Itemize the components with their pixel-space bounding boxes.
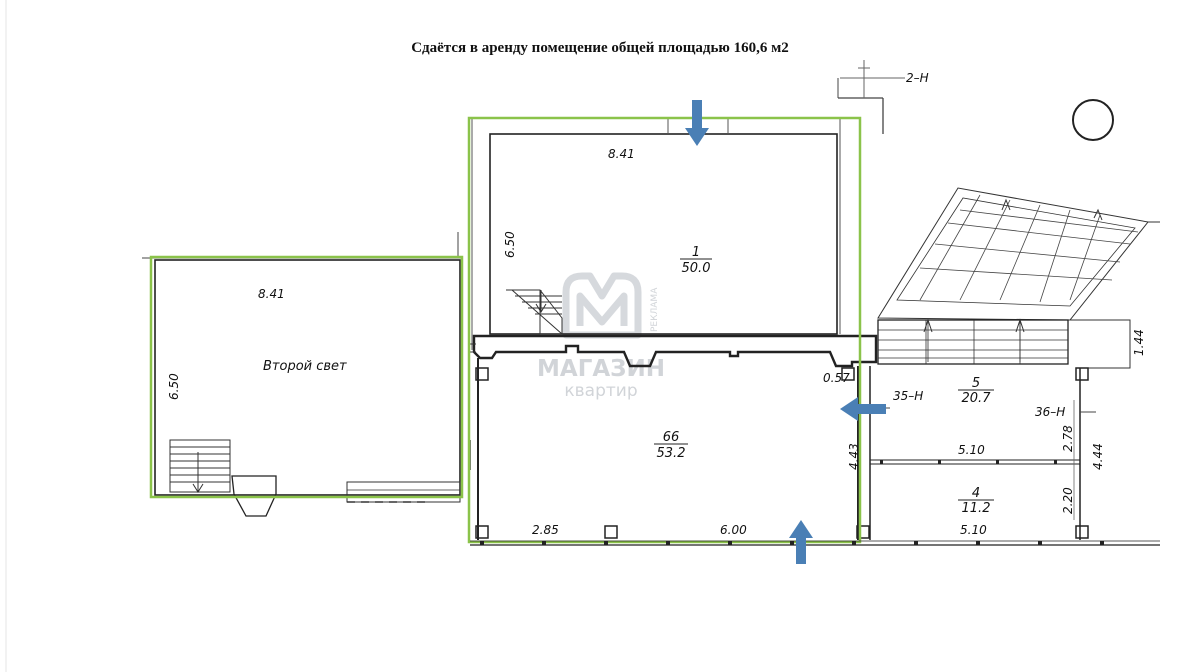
plan-title: Сдаётся в аренду помещение общей площадь…	[411, 40, 789, 56]
main-room: 66 53.2 0.57 4.43 2.85 6.00	[467, 116, 878, 544]
second-light-block: 8.41 6.50 Второй свет	[142, 232, 464, 517]
room-label-second-light: Второй свет	[263, 359, 347, 374]
arrow-down-icon	[685, 100, 709, 146]
watermark-logo-icon	[562, 272, 642, 339]
room-number: 1	[692, 245, 700, 260]
upper-room: 8.41 6.50 1 50.0	[471, 117, 841, 350]
dimension-label: 4.43	[847, 443, 861, 470]
dimension-label: 2.85	[532, 523, 559, 537]
room-number: 5	[972, 376, 980, 391]
room-number: 66	[663, 430, 680, 445]
dimension-label: 0.57	[823, 371, 850, 385]
dimension-label: 8.41	[258, 287, 285, 301]
watermark: МАГАЗИН квартир РЕКЛАМА	[537, 272, 665, 401]
stair-icon	[506, 289, 563, 335]
arrow-up-icon	[789, 520, 813, 564]
watermark-side-text: РЕКЛАМА	[650, 287, 660, 332]
dimension-label: 2.20	[1061, 487, 1075, 514]
second-light-highlight	[149, 255, 464, 499]
dimension-label: 6.00	[720, 523, 747, 537]
facade-wall	[470, 540, 1160, 546]
bay-outline	[231, 475, 277, 517]
room-number: 4	[972, 486, 980, 501]
dimension-label: 8.41	[608, 147, 635, 161]
dimension-label: 6.50	[167, 373, 181, 400]
beam-outline	[472, 334, 878, 368]
room-area: 53.2	[657, 446, 686, 461]
dimension-label: 2.78	[1061, 425, 1075, 452]
axis-label: 36–Н	[1035, 405, 1065, 419]
room-area: 20.7	[962, 391, 992, 406]
dimension-label: 6.50	[503, 231, 517, 258]
dimension-label: 4.44	[1091, 443, 1105, 470]
dimension-label: 1.44	[1132, 329, 1146, 356]
watermark-text: МАГАЗИН	[537, 356, 665, 382]
dimension-label: 5.10	[958, 443, 985, 457]
north-circle	[1072, 99, 1114, 141]
axis-label: 2–Н	[906, 71, 929, 85]
right-side-block: 2–Н 1.44	[837, 60, 1160, 540]
room-area: 50.0	[682, 261, 711, 276]
axis-label: 35–Н	[893, 389, 923, 403]
main-highlight	[467, 116, 862, 544]
watermark-subtext: квартир	[564, 381, 637, 401]
room-area: 11.2	[962, 501, 991, 516]
dimension-label: 5.10	[960, 523, 987, 537]
arrow-left-icon	[840, 397, 886, 421]
stair-icon	[169, 439, 231, 493]
